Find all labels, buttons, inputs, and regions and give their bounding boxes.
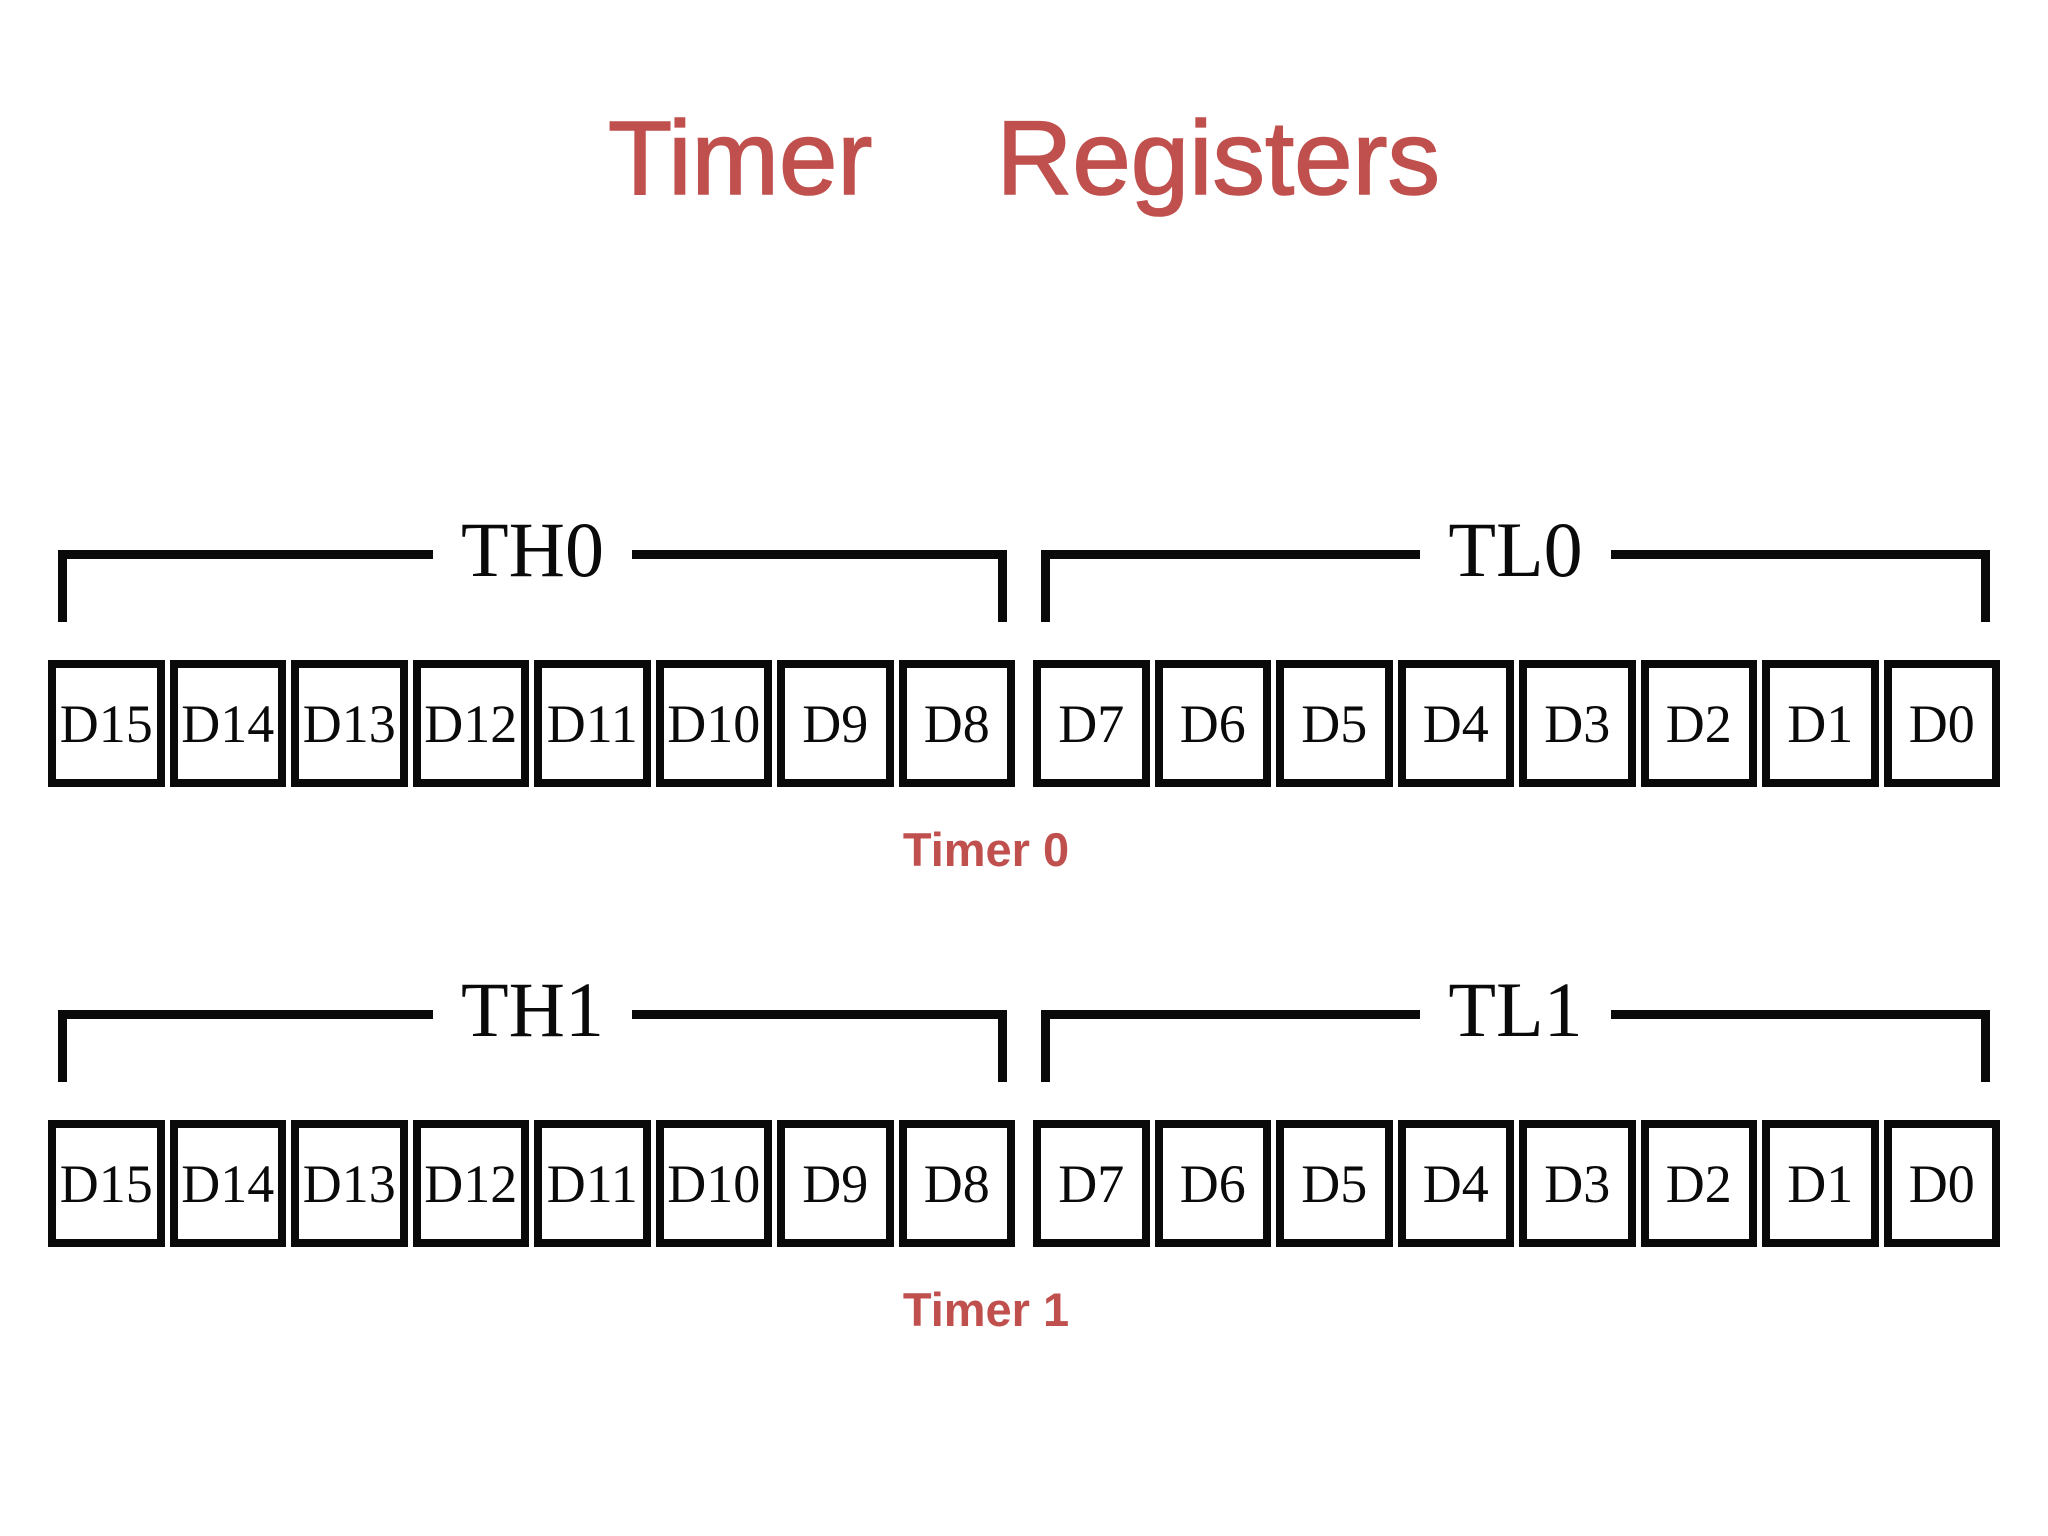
tl1-bracket-line-left: [1050, 1010, 1421, 1019]
timer0-caption: Timer 0: [902, 823, 1070, 876]
bit-cell: D14: [169, 660, 286, 787]
th0-bracket-line-left: [67, 550, 434, 559]
bit-cell: D15: [48, 660, 165, 787]
bit-cell: D15: [48, 1120, 165, 1247]
bit-cell: D2: [1640, 660, 1757, 787]
bit-cell: D7: [1033, 1120, 1150, 1247]
th0-bracket-right-tick: [998, 550, 1008, 622]
th0-label: TH0: [461, 506, 604, 593]
bit-cell: D0: [1883, 660, 2000, 787]
tl0-label: TL0: [1448, 506, 1583, 593]
tl0-bracket-line-right: [1610, 550, 1982, 559]
tl1-label: TL1: [1448, 966, 1583, 1053]
slide-title: Timer Registers: [607, 99, 1441, 218]
bit-cell: D9: [777, 1120, 894, 1247]
tl0-bracket-line-left: [1050, 550, 1421, 559]
tl1-bracket-left-tick: [1041, 1010, 1050, 1082]
bit-cell: D7: [1033, 660, 1150, 787]
bit-cell: D3: [1519, 660, 1636, 787]
tl0-bracket-left-tick: [1041, 550, 1050, 622]
bit-cell: D9: [777, 660, 894, 787]
bit-cell: D6: [1154, 660, 1271, 787]
bit-cell: D14: [169, 1120, 286, 1247]
th0-bracket-line-right: [632, 550, 999, 559]
bit-cell: D12: [412, 660, 529, 787]
bit-cell: D8: [898, 660, 1015, 787]
bit-cell: D0: [1883, 1120, 2000, 1247]
tl0-bracket-right-tick: [1981, 550, 1991, 622]
timer0-brackets: TH0 TL0: [48, 505, 2000, 622]
tl1-bracket: TL1: [1041, 965, 1991, 1082]
bit-cell: D4: [1397, 660, 1514, 787]
th1-bracket-line-right: [632, 1010, 999, 1019]
th1-bracket-line-left: [67, 1010, 434, 1019]
bit-cell: D5: [1276, 1120, 1393, 1247]
th1-bracket-right-tick: [998, 1010, 1008, 1082]
tl1-bracket-line-right: [1610, 1010, 1982, 1019]
timer1-brackets: TH1 TL1: [48, 965, 2000, 1082]
bit-cell: D11: [534, 1120, 651, 1247]
tl0-bracket: TL0: [1041, 505, 1991, 622]
th1-label: TH1: [461, 966, 604, 1053]
th1-bracket: TH1: [58, 965, 1008, 1082]
timer1-caption: Timer 1: [902, 1283, 1070, 1336]
bit-cell: D5: [1276, 660, 1393, 787]
th0-bracket: TH0: [58, 505, 1008, 622]
bit-cell: D6: [1154, 1120, 1271, 1247]
bit-cell: D3: [1519, 1120, 1636, 1247]
bit-cell: D13: [291, 1120, 408, 1247]
bit-cell: D10: [655, 1120, 772, 1247]
bit-cell: D1: [1762, 660, 1879, 787]
th0-bracket-left-tick: [58, 550, 67, 622]
tl1-bracket-right-tick: [1981, 1010, 1991, 1082]
bit-cell: D8: [898, 1120, 1015, 1247]
bit-cell: D10: [655, 660, 772, 787]
bit-cell: D13: [291, 660, 408, 787]
bit-cell: D2: [1640, 1120, 1757, 1247]
bit-cell: D4: [1397, 1120, 1514, 1247]
bit-cell: D11: [534, 660, 651, 787]
th1-bracket-left-tick: [58, 1010, 67, 1082]
bit-cell: D1: [1762, 1120, 1879, 1247]
bit-cell: D12: [412, 1120, 529, 1247]
